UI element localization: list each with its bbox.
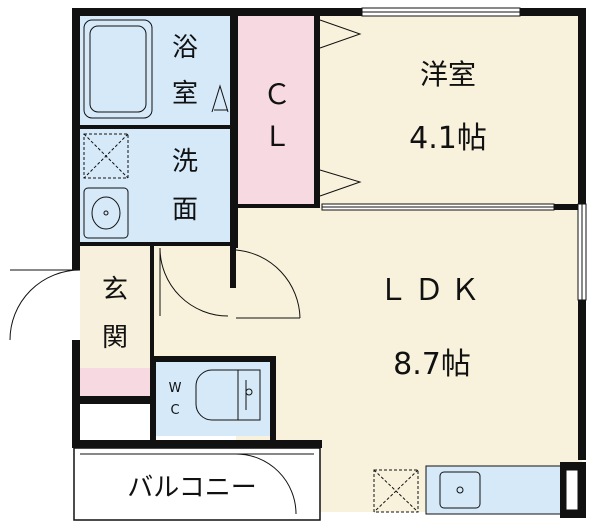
ldk-lower-left-area — [152, 244, 236, 356]
balcony-label: バルコニー — [127, 473, 256, 503]
western-room-label: 洋室 — [420, 58, 476, 91]
western-room-area — [318, 14, 582, 206]
closet-label-char-2: Ｌ — [263, 120, 291, 153]
bath-label-char-1: 浴 — [172, 33, 198, 63]
ldk-size: 8.7帖 — [393, 347, 471, 382]
wash-basin — [83, 187, 129, 239]
wc-label-char-1: W — [169, 381, 182, 396]
toilet — [195, 369, 261, 421]
entrance-label-char-1: 玄 — [102, 275, 128, 305]
bath-label: 浴室 — [0, 0, 2, 1]
wc-area — [152, 360, 272, 436]
entrance-label-char-2: 関 — [102, 323, 128, 353]
ldk-label: ＬＤＫ — [378, 273, 486, 308]
windows — [72, 7, 587, 340]
bath-label-char-2: 室 — [172, 79, 198, 109]
wash-label: 洗面 — [0, 0, 2, 1]
wash-label-char-1: 洗 — [172, 147, 198, 177]
bathtub — [83, 19, 153, 119]
bath-area — [79, 14, 231, 127]
closet-label: ＣＬ — [0, 0, 2, 1]
kitchen-sink — [439, 471, 481, 509]
inner-walls — [78, 8, 584, 440]
wall-stub — [565, 469, 579, 511]
entrance-area — [79, 244, 152, 368]
western-room-size: 4.1帖 — [409, 121, 487, 156]
entrance-label: 玄関 — [0, 0, 2, 1]
kitchen-counter — [425, 465, 567, 515]
wash-area — [79, 127, 231, 244]
closet-area — [236, 14, 318, 206]
door-swings — [9, 19, 362, 515]
washer-space — [83, 133, 129, 179]
closet-label-char-1: Ｃ — [263, 78, 291, 111]
entrance-floor-area — [79, 368, 152, 396]
wash-label-char-2: 面 — [172, 195, 198, 225]
fridge-space — [373, 469, 419, 513]
wc-label-char-2: C — [170, 403, 179, 418]
balcony-area — [73, 447, 321, 521]
wc-label: WC — [0, 0, 2, 1]
